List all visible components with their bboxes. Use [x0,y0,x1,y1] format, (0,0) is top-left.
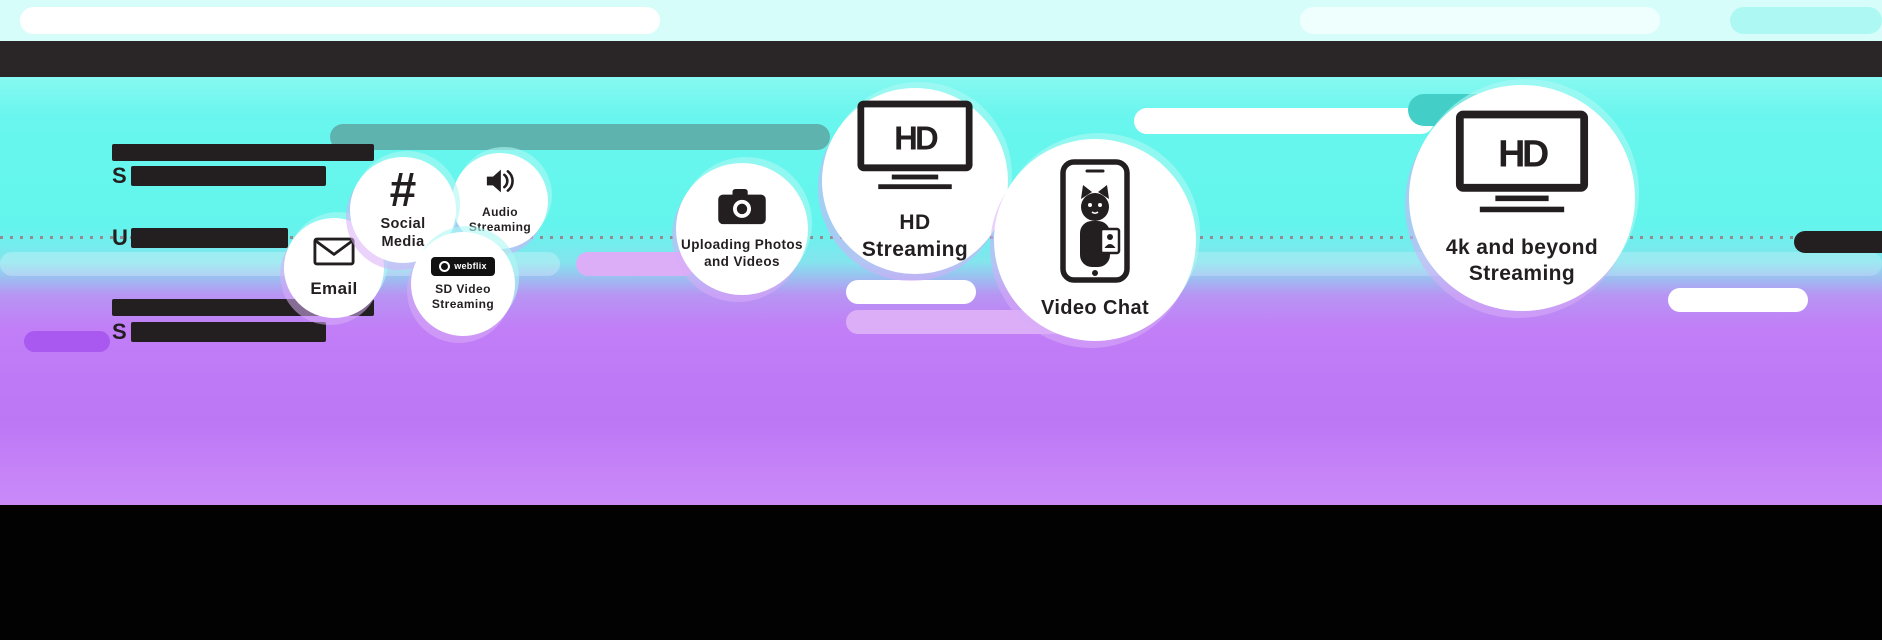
hashtag-icon: # [389,163,417,217]
bubble-uploading-photos: Uploading Photos and Videos [676,163,808,295]
camera-icon [717,188,767,231]
redacted-text-bar [131,228,288,248]
speed-line-pill [1300,7,1660,34]
bubble-label: Social Media [380,215,426,251]
redacted-text-bar [131,166,326,186]
redacted-text-bar [112,144,374,161]
tv-hd-icon: HD [856,99,974,201]
bubble-label: 4k and beyond Streaming [1445,235,1599,285]
bubble-label: Email [310,278,358,298]
redacted-text-bar [1794,231,1882,253]
speed-line-pill [1730,7,1882,34]
speed-line-pill [576,252,696,276]
webflix-badge-icon: webflix [431,256,495,276]
speed-line-pill [20,7,660,34]
speed-line-pill [24,331,110,352]
hd-screen-text: HD [894,120,938,157]
tv-hd-icon: HD [1454,109,1590,225]
bubble-4k-streaming: HD 4k and beyond Streaming [1409,85,1635,311]
speed-line-pill [1134,108,1434,134]
bubble-sd-video-streaming: webflix SD Video Streaming [411,232,515,336]
footer-bar [0,505,1882,640]
speed-line-pill [330,124,830,150]
top-black-bar [0,41,1882,77]
bubble-label: Audio Streaming [468,205,532,234]
redacted-text-letter: U [112,225,128,250]
speaker-icon [484,167,516,200]
redacted-text-bar [131,322,326,342]
bubble-label: SD Video Streaming [431,281,495,311]
bubble-hd-streaming: HD HD Streaming [822,88,1008,274]
bubble-label: Uploading Photos and Videos [681,236,803,269]
phone-cat-icon [1059,159,1131,288]
envelope-icon [313,237,355,271]
webflix-ring-icon [439,260,451,272]
redacted-text-letter: S [112,319,127,344]
webflix-badge-label: webflix [454,261,487,271]
hd-screen-text: HD [1498,132,1548,174]
speed-line-pill [1668,288,1808,312]
speed-line-pill [846,280,976,304]
redacted-text-letter: S [112,163,127,188]
bubble-video-chat: Video Chat [994,139,1196,341]
bubble-label: HD Streaming [861,211,969,261]
bubble-label: Video Chat [1040,297,1150,319]
